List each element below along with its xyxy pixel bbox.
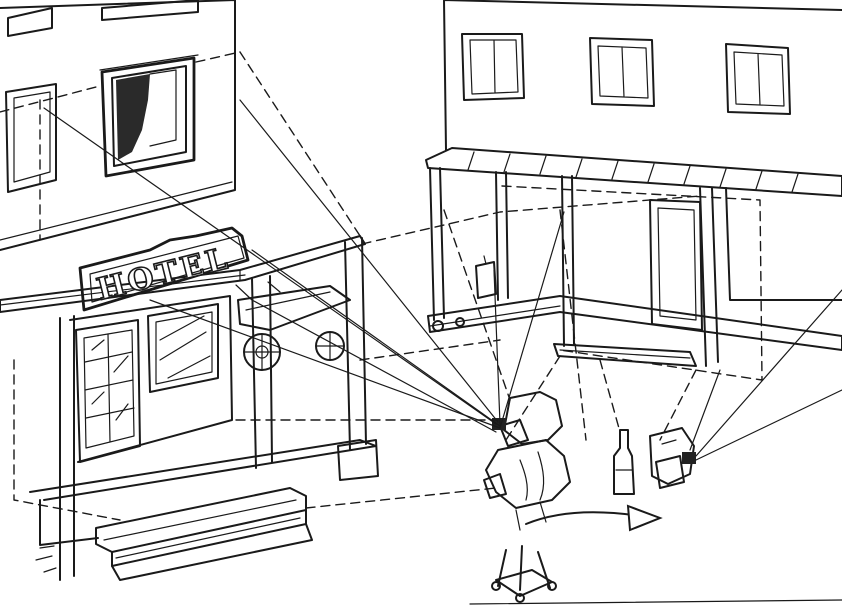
porch-lamp — [476, 256, 496, 298]
hotel-upper-window-left — [8, 8, 52, 36]
hotel-window-front — [148, 304, 218, 392]
hotel-window-left — [6, 84, 56, 192]
dolly-arrow — [526, 506, 660, 530]
hotel-upper-window-right — [102, 0, 198, 20]
right-building — [426, 0, 842, 380]
main-camera — [484, 392, 570, 530]
right-building-awning — [426, 148, 842, 196]
hotel-building: HOTEL — [0, 0, 378, 580]
right-building-window-2 — [590, 38, 654, 106]
ground-details — [36, 546, 842, 604]
right-building-window-3 — [726, 44, 790, 114]
camera-tripod — [492, 546, 556, 602]
right-building-window-1 — [462, 34, 524, 100]
wagon — [238, 286, 350, 370]
bottles — [614, 430, 634, 494]
hotel-door — [76, 320, 140, 462]
second-camera — [650, 428, 696, 488]
